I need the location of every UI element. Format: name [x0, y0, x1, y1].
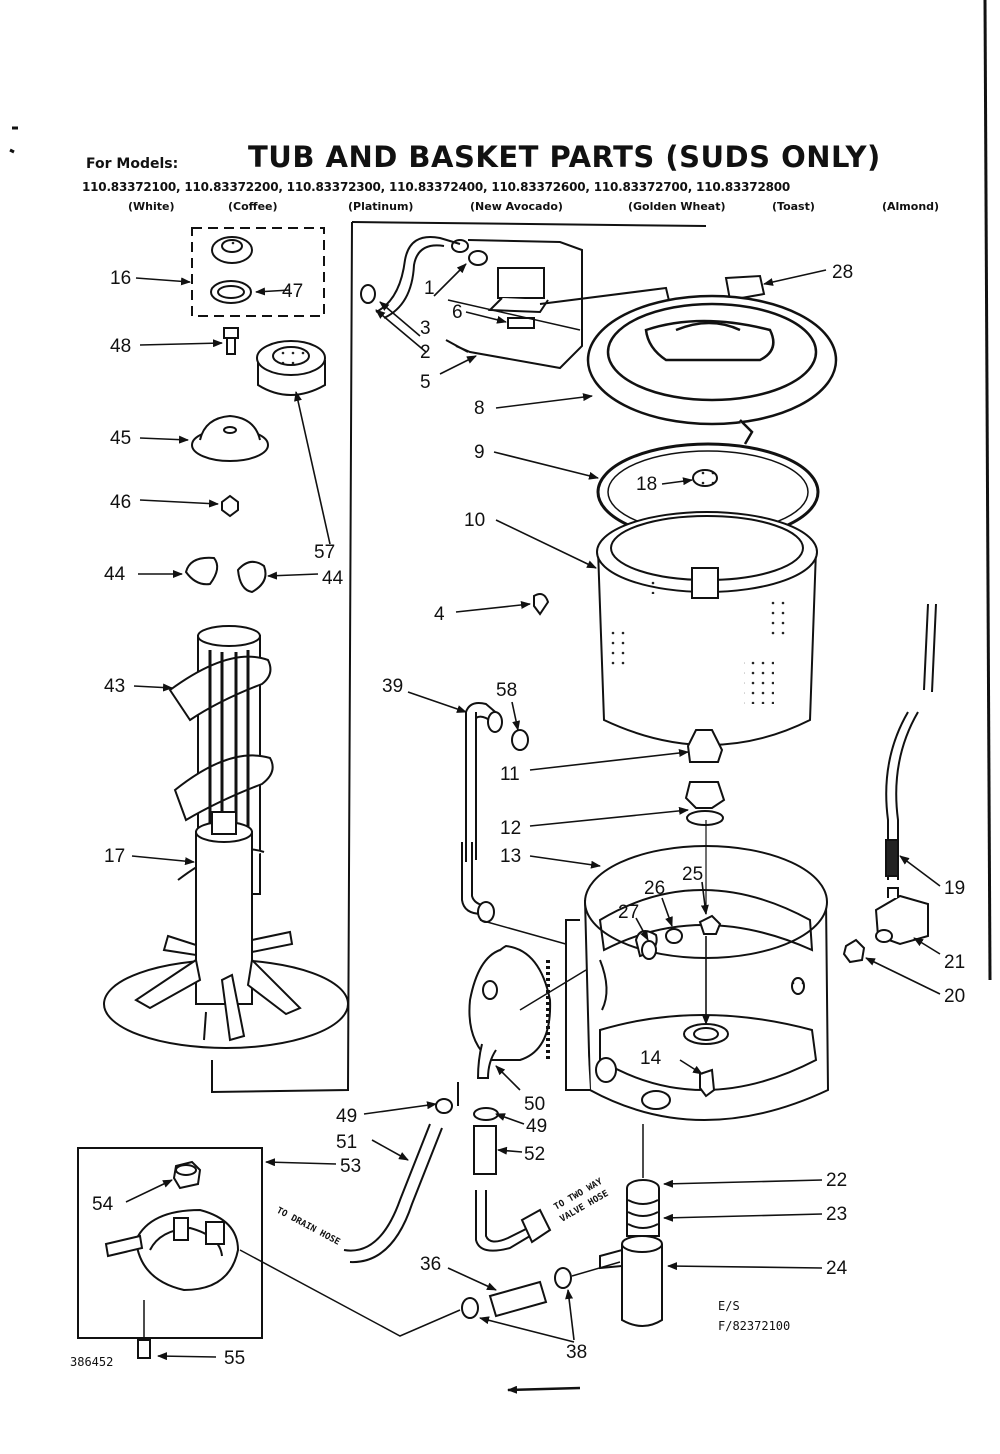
- part-4-clip: [533, 593, 550, 616]
- callout-46: 46: [110, 492, 131, 513]
- callout-52: 52: [524, 1144, 545, 1165]
- part-16-fabric-softener-cup: [210, 236, 253, 304]
- part-8-tub-ring: [586, 294, 838, 445]
- part-53-valve-assembly: [77, 1147, 263, 1359]
- part-51-part-52-hoses: [343, 1082, 552, 1264]
- for-models-label: For Models:: [86, 156, 179, 172]
- callout-2: 2: [420, 342, 431, 363]
- part-57-agitator-cap: [256, 340, 326, 396]
- callout-13: 13: [500, 846, 521, 867]
- callout-23: 23: [826, 1204, 847, 1225]
- callout-26: 26: [644, 878, 665, 899]
- part-50-pump: [468, 944, 587, 1079]
- part-5-tub-ring-clip-assembly: [360, 236, 671, 370]
- callout-12: 12: [500, 818, 521, 839]
- callout-27: 27: [618, 902, 639, 923]
- callout-44-left: 44: [104, 564, 126, 585]
- callout-21: 21: [944, 952, 965, 973]
- callout-labels: 16 47 48 45 46 44 44 43 17 57 1 3 2 5 6 …: [92, 262, 965, 1369]
- callout-17: 17: [104, 846, 125, 867]
- callout-50: 50: [524, 1094, 545, 1115]
- color-toast: (Toast): [772, 200, 815, 213]
- callout-43: 43: [104, 676, 125, 697]
- callout-36: 36: [420, 1254, 441, 1275]
- color-coffee: (Coffee): [228, 200, 278, 213]
- callout-47: 47: [282, 281, 303, 302]
- part-39-hose: [461, 702, 581, 949]
- part-22-24-drain-outlet: [599, 1124, 663, 1327]
- callout-18: 18: [636, 474, 657, 495]
- color-almond: (Almond): [882, 200, 940, 213]
- callout-39: 39: [382, 676, 403, 697]
- callout-44-right: 44: [322, 568, 344, 589]
- color-platinum: (Platinum): [348, 200, 414, 213]
- part-45-agitator-cam: [191, 414, 269, 462]
- callout-11: 11: [500, 764, 520, 785]
- callout-16: 16: [110, 268, 131, 289]
- model-numbers: 110.83372100, 110.83372200, 110.83372300…: [82, 180, 791, 194]
- color-golden-wheat: (Golden Wheat): [628, 200, 726, 213]
- diagram-number: 386452: [70, 1355, 113, 1369]
- es-code: E/S: [718, 1299, 740, 1313]
- part-13-outer-tub: [565, 845, 830, 1121]
- part-36-part-38-connector: [239, 1249, 621, 1337]
- part-10-wash-basket: [596, 469, 818, 746]
- page-title: TUB AND BASKET PARTS (SUDS ONLY): [248, 140, 881, 174]
- callout-49-right: 49: [526, 1116, 547, 1137]
- scan-edge-marks: [9, 0, 992, 981]
- note-to-drain-hose: TO DRAIN HOSE: [275, 1206, 342, 1248]
- callout-22: 22: [826, 1170, 847, 1191]
- callout-54: 54: [92, 1194, 114, 1215]
- part-11-part-12-hub: [684, 729, 726, 826]
- callout-28: 28: [832, 262, 853, 283]
- file-code: F/82372100: [718, 1319, 790, 1333]
- callout-58: 58: [496, 680, 517, 701]
- callout-48: 48: [110, 336, 131, 357]
- part-48-bolt: [223, 327, 239, 355]
- agitator-group-frame: [191, 221, 707, 1094]
- callout-4: 4: [434, 604, 445, 625]
- callout-19: 19: [944, 878, 965, 899]
- part-44-dogs: [184, 556, 267, 594]
- callout-49-left: 49: [336, 1106, 357, 1127]
- direction-arrow: [507, 1385, 581, 1394]
- callout-3: 3: [420, 318, 431, 339]
- color-new-avocado: (New Avocado): [470, 200, 563, 213]
- callout-5: 5: [420, 372, 431, 393]
- part-17-agitator: [103, 811, 349, 1049]
- callout-1: 1: [424, 278, 435, 299]
- callout-9: 9: [474, 442, 485, 463]
- callout-24: 24: [826, 1258, 848, 1279]
- callout-leaders: [125, 263, 941, 1361]
- callout-20: 20: [944, 986, 965, 1007]
- callout-14: 14: [640, 1048, 662, 1069]
- part-28-clip: [724, 274, 766, 302]
- part-19-air-dome-hose: [842, 603, 937, 964]
- callout-10: 10: [464, 510, 485, 531]
- callout-8: 8: [474, 398, 485, 419]
- callout-25: 25: [682, 864, 703, 885]
- part-46-nut: [221, 494, 239, 518]
- callout-57: 57: [314, 542, 335, 563]
- callout-38: 38: [566, 1342, 587, 1363]
- callout-45: 45: [110, 428, 131, 449]
- callout-55: 55: [224, 1348, 245, 1369]
- callout-51: 51: [336, 1132, 357, 1153]
- color-white: (White): [128, 200, 175, 213]
- callout-53: 53: [340, 1156, 361, 1177]
- callout-6: 6: [452, 302, 463, 323]
